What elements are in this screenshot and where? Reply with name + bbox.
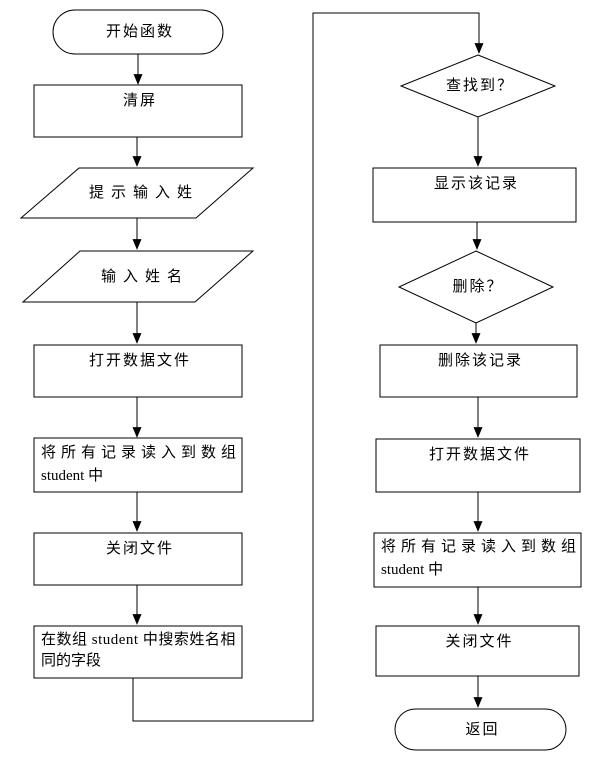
- delete-q-decision-shape: [397, 250, 555, 324]
- search-array-line2: 同的字段: [41, 653, 102, 669]
- found-q-label: 查找到？: [445, 78, 514, 94]
- close-file-2-label: 关闭文件: [445, 634, 514, 650]
- read-records-1-line1: 将所有记录读入到数组: [41, 445, 242, 461]
- read-records-1-label: 将所有记录读入到数组 student 中: [34, 442, 249, 488]
- prompt-surname-io-shape: [19, 167, 255, 219]
- open-file-2-process-shape: [375, 438, 581, 493]
- found-q-decision-shape: [399, 54, 557, 118]
- read-records-2-line2: student 中: [381, 562, 444, 578]
- read-records-1-line2: student 中: [41, 468, 104, 484]
- read-records-1-process-shape: [33, 437, 243, 493]
- search-array-label: 在数组 student 中搜索姓名相 同的字段: [34, 630, 249, 672]
- open-file-1-label: 打开数据文件: [88, 353, 191, 369]
- clear-screen-process-shape: [33, 84, 243, 138]
- open-file-2-label: 打开数据文件: [428, 447, 531, 463]
- input-name-io-shape: [21, 250, 255, 303]
- open-file-1-process-shape: [33, 344, 243, 398]
- read-records-2-label: 将所有记录读入到数组 student 中: [374, 536, 588, 582]
- delete-q-label: 删除？: [452, 279, 504, 295]
- end-terminator-shape: [394, 708, 567, 751]
- start-terminator-shape: [52, 9, 224, 55]
- close-file-2-process-shape: [375, 625, 580, 677]
- delete-record-process-shape: [379, 344, 578, 398]
- end-terminator-label: 返回: [465, 721, 500, 738]
- read-records-2-line1: 将所有记录读入到数组: [381, 539, 582, 555]
- display-record-process-shape: [372, 167, 577, 223]
- search-array-process-shape: [33, 625, 243, 679]
- read-records-2-process-shape: [373, 532, 582, 588]
- search-array-line1: 在数组 student 中搜索姓名相: [41, 632, 236, 648]
- edge-search-array-to-found-q: [132, 12, 484, 722]
- display-record-label: 显示该记录: [433, 176, 519, 192]
- close-file-1-process-shape: [33, 532, 243, 586]
- close-file-1-label: 关闭文件: [105, 541, 174, 557]
- delete-record-label: 删除该记录: [437, 353, 523, 369]
- start-terminator-label: 开始函数: [105, 24, 174, 40]
- input-name-label: 输入姓名: [100, 268, 189, 285]
- prompt-surname-label: 提示输入姓: [88, 185, 199, 201]
- clear-screen-label: 清屏: [122, 93, 157, 109]
